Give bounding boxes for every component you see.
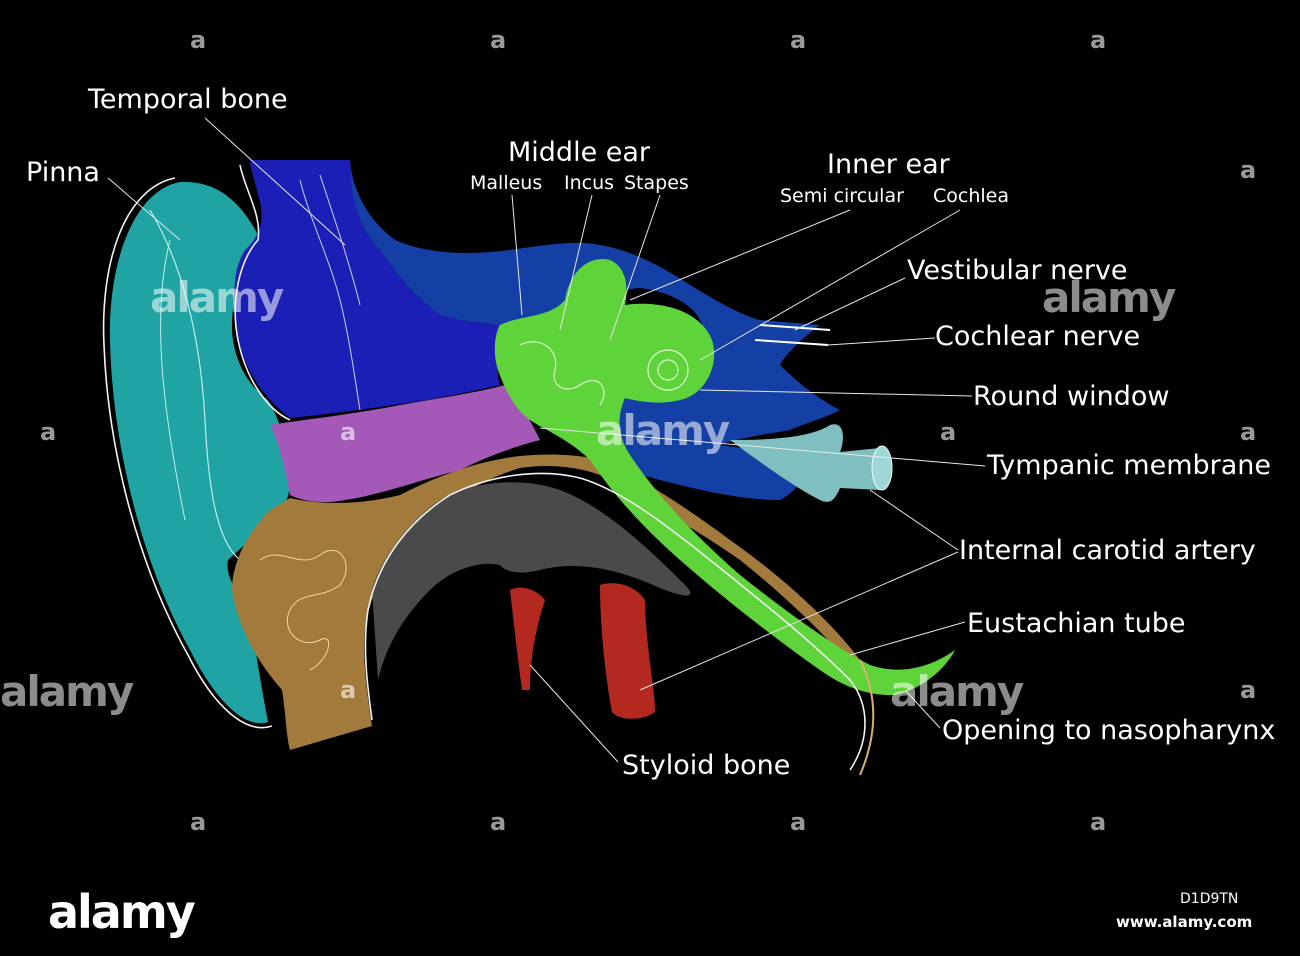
inner-ear-region — [350, 160, 840, 500]
leader-round-window — [699, 389, 973, 397]
leader-tympanic-membrane — [539, 427, 986, 467]
skull-outline — [234, 164, 291, 421]
canal-outline — [364, 472, 866, 771]
watermark-mark-1: a — [190, 26, 206, 54]
watermark-mark-4: a — [1090, 26, 1106, 54]
leader-cochlear-nerve — [827, 337, 936, 346]
watermark-logo-3: alamy — [1042, 273, 1176, 322]
watermark-mark-8: a — [940, 418, 956, 446]
cochlea-spiral-inner — [657, 359, 679, 381]
cochlea-spiral — [647, 349, 689, 391]
tympanic-membrane-shape — [730, 424, 886, 502]
label-temporal-bone: Temporal bone — [87, 84, 288, 115]
label-inner-ear: Inner ear — [827, 149, 951, 180]
temporal-bone-shape — [234, 160, 506, 418]
label-semi-circular: Semi circular — [780, 185, 904, 207]
label-opening-to-nasopharynx: Opening to nasopharynx — [942, 715, 1275, 746]
muscle-shape — [372, 482, 691, 680]
footer: alamy D1D9TN www.alamy.com — [48, 885, 1252, 939]
ossicle-cochlea-shape — [494, 259, 955, 696]
styloid-right — [600, 583, 655, 719]
watermark-logo-1: alamy — [150, 273, 284, 322]
watermark-mark-7: a — [340, 418, 356, 446]
footer-logo: alamy — [48, 885, 196, 939]
leader-incus — [559, 194, 593, 331]
labels: Temporal bone Pinna Middle ear Malleus I… — [26, 84, 1275, 781]
leader-stapes — [609, 194, 661, 341]
leader-temporal-bone — [204, 117, 346, 246]
leader-semi-circular — [629, 209, 851, 301]
leader-lines — [107, 117, 986, 763]
watermark-logo-4: alamy — [0, 667, 134, 716]
cochlear-nerve-shape — [754, 339, 829, 346]
leader-nasopharynx — [904, 689, 941, 729]
watermark-mark-6: a — [40, 418, 56, 446]
label-styloid-bone: Styloid bone — [622, 750, 790, 781]
label-incus: Incus — [564, 172, 614, 194]
label-pinna: Pinna — [26, 157, 100, 188]
footer-url: www.alamy.com — [1116, 913, 1252, 931]
watermark-logo-2: alamy — [596, 406, 730, 455]
watermark-mark-11: a — [1240, 676, 1256, 704]
label-middle-ear: Middle ear — [508, 137, 651, 168]
mastoid-shape — [232, 454, 860, 750]
petrous-shape — [270, 385, 540, 503]
leader-carotid-2 — [639, 551, 959, 691]
label-vestibular-nerve: Vestibular nerve — [907, 255, 1128, 286]
watermark-mark-14: a — [790, 808, 806, 836]
styloid-left — [510, 587, 545, 690]
mastoid-texture — [259, 549, 347, 671]
label-internal-carotid-artery: Internal carotid artery — [959, 535, 1256, 566]
leader-pinna — [107, 177, 181, 241]
pinna-shape — [109, 181, 291, 724]
watermark-mark-10: a — [340, 676, 356, 704]
watermarks: alamy alamy alamy alamy alamy a a a a a … — [0, 26, 1256, 836]
label-cochlea: Cochlea — [933, 185, 1009, 207]
watermark-mark-5: a — [1240, 156, 1256, 184]
watermark-mark-3: a — [790, 26, 806, 54]
leader-styloid — [529, 664, 619, 763]
watermark-mark-12: a — [190, 808, 206, 836]
watermark-mark-9: a — [1240, 418, 1256, 446]
footer-image-id: D1D9TN — [1180, 891, 1238, 907]
temporal-texture — [299, 179, 361, 411]
leader-malleus — [511, 194, 523, 316]
label-cochlear-nerve: Cochlear nerve — [935, 321, 1140, 352]
pinna-fold-2 — [160, 239, 186, 521]
label-tympanic-membrane: Tympanic membrane — [986, 450, 1271, 481]
label-malleus: Malleus — [470, 172, 542, 194]
ossicle-texture — [519, 341, 605, 406]
anatomy-illustration — [102, 160, 955, 776]
leader-cochlea — [699, 209, 961, 361]
canal-outline-2 — [859, 659, 875, 776]
watermark-logo-5: alamy — [890, 667, 1024, 716]
leader-eustachian-tube — [849, 621, 966, 656]
watermark-mark-15: a — [1090, 808, 1106, 836]
pinna-fold — [149, 209, 241, 561]
leader-carotid-1 — [869, 489, 959, 551]
watermark-mark-13: a — [490, 808, 506, 836]
vestibular-nerve-shape — [759, 324, 831, 331]
label-eustachian-tube: Eustachian tube — [967, 608, 1186, 639]
tympanic-tube-end — [871, 445, 893, 491]
leader-vestibular-nerve — [794, 277, 906, 331]
label-round-window: Round window — [973, 381, 1169, 412]
pinna-outline — [102, 177, 273, 729]
watermark-mark-2: a — [490, 26, 506, 54]
label-stapes: Stapes — [624, 172, 689, 194]
